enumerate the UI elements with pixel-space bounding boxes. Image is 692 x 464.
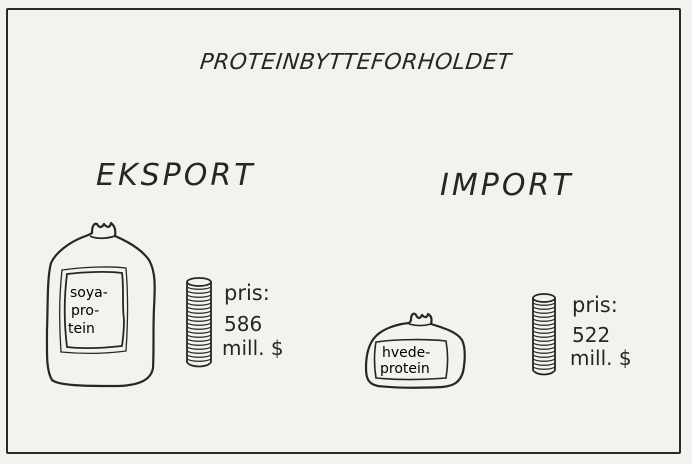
coin-line [533,327,555,329]
export-price-label: pris: [224,281,270,305]
export-bag-line-1: soya- [70,285,108,301]
export-price-value: 586 [224,313,262,336]
import-price-label: pris: [572,293,618,317]
coin-line [187,343,211,345]
coin-line [533,323,555,325]
coin-line [187,339,211,341]
coin-line [187,299,211,301]
coin-line [187,331,211,333]
coin-line [533,367,555,369]
coin-line [187,355,211,357]
coin-line [533,331,555,333]
export-coin-stack-icon [184,276,216,372]
import-price-unit: mill. $ [570,347,632,370]
export-bag-line-2: pro- [71,303,99,319]
coin-line [187,287,211,289]
coin-line [187,359,211,361]
import-coin-stack-icon [530,292,560,380]
coin-line [533,343,555,345]
import-price-value: 522 [572,324,610,347]
coin-line [187,327,211,329]
coin-line [187,323,211,325]
coin-line [187,335,211,337]
coin-line [187,295,211,297]
import-bag-line-2: protein [380,361,430,377]
coin-line [187,303,211,305]
coin-line [533,319,555,321]
import-sack-icon: hvede- protein [362,310,472,392]
import-heading: IMPORT [440,168,574,203]
export-sack-icon: soya- pro- tein [44,218,164,388]
import-bag-line-1: hvede- [382,345,430,361]
coin-line [187,315,211,317]
coin-line [187,351,211,353]
coin-line [187,307,211,309]
export-heading: EKSPORT [96,158,256,193]
coin-line [533,311,555,313]
coin-line [187,319,211,321]
coin-line [533,363,555,365]
export-bag-line-3: tein [68,321,95,337]
coin-line [533,359,555,361]
coin-line [533,307,555,309]
coin-line [187,311,211,313]
diagram-title: PROTEINBYTTEFORHOLDET [199,50,513,75]
coin-line [533,303,555,305]
coin-line [533,339,555,341]
coin-line [187,291,211,293]
coin-line [187,347,211,349]
coin-line [533,335,555,337]
export-price-unit: mill. $ [222,337,284,360]
coin-line [533,315,555,317]
coin-line [533,355,555,357]
coin-line [533,347,555,349]
coin-line [533,351,555,353]
